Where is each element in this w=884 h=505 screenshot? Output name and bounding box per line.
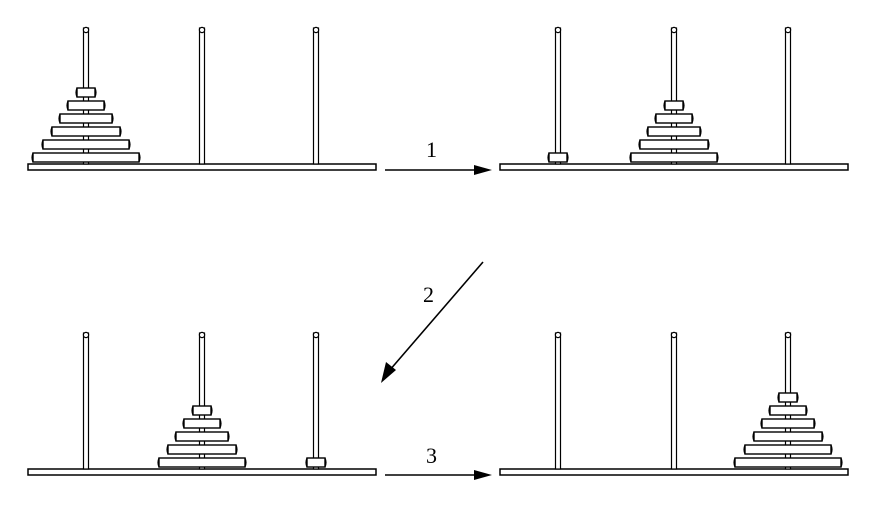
disc: [32, 153, 140, 162]
panel-initial: [28, 27, 376, 170]
disc-body: [168, 445, 236, 454]
disc-body: [549, 153, 567, 162]
disc: [76, 88, 96, 97]
peg-rod: [556, 28, 561, 164]
disc-body: [665, 101, 683, 110]
base-plank: [28, 469, 376, 475]
peg-knob: [785, 332, 790, 337]
disc-body: [640, 140, 708, 149]
disc: [158, 458, 246, 467]
disc-body: [176, 432, 228, 441]
disc-body: [184, 419, 220, 428]
disc: [192, 406, 212, 415]
disc: [167, 445, 237, 454]
disc: [306, 458, 326, 467]
disc: [630, 153, 718, 162]
peg-rod: [314, 28, 319, 164]
peg-2: [158, 332, 246, 469]
panels-layer: [28, 27, 848, 475]
disc: [744, 445, 832, 454]
peg-1: [32, 27, 140, 164]
disc: [761, 419, 815, 428]
disc: [183, 419, 221, 428]
peg-rod: [84, 333, 89, 469]
peg-knob: [313, 27, 318, 32]
peg-1: [548, 27, 568, 164]
peg-knob: [671, 332, 676, 337]
disc: [51, 127, 121, 136]
disc: [67, 101, 105, 110]
peg-1: [555, 332, 560, 469]
peg-3: [734, 332, 842, 469]
step-3-arrow: [385, 470, 492, 480]
disc-body: [193, 406, 211, 415]
disc-body: [779, 393, 797, 402]
disc: [664, 101, 684, 110]
disc: [734, 458, 842, 467]
disc: [778, 393, 798, 402]
peg-rod: [200, 28, 205, 164]
disc: [647, 127, 701, 136]
peg-knob: [785, 27, 790, 32]
disc-body: [631, 153, 717, 162]
disc-body: [68, 101, 104, 110]
disc-body: [43, 140, 129, 149]
peg-knob: [313, 332, 318, 337]
base-plank: [500, 164, 848, 170]
peg-3: [785, 27, 790, 164]
peg-3: [313, 27, 318, 164]
disc-body: [754, 432, 822, 441]
peg-rod: [672, 333, 677, 469]
disc: [548, 153, 568, 162]
disc-body: [648, 127, 700, 136]
peg-2: [199, 27, 204, 164]
peg-knob: [199, 332, 204, 337]
peg-rod: [786, 28, 791, 164]
peg-3: [306, 332, 326, 469]
base-plank: [28, 164, 376, 170]
disc-body: [735, 458, 841, 467]
disc-body: [77, 88, 95, 97]
step-2-label: 2: [423, 282, 434, 307]
disc: [753, 432, 823, 441]
peg-knob: [555, 27, 560, 32]
disc-body: [307, 458, 325, 467]
step-1-label: 1: [426, 137, 437, 162]
disc: [42, 140, 130, 149]
disc: [655, 114, 693, 123]
peg-2: [630, 27, 718, 164]
disc-body: [33, 153, 139, 162]
peg-1: [83, 332, 88, 469]
disc: [639, 140, 709, 149]
disc-body: [656, 114, 692, 123]
panel-after-step-1: [500, 27, 848, 170]
panel-after-step-2: [28, 332, 376, 475]
peg-knob: [671, 27, 676, 32]
step-2-arrow: [381, 262, 483, 383]
step-3-label: 3: [426, 443, 437, 468]
disc-body: [770, 406, 806, 415]
peg-rod: [556, 333, 561, 469]
peg-knob: [83, 332, 88, 337]
disc: [175, 432, 229, 441]
disc-body: [159, 458, 245, 467]
disc-body: [60, 114, 112, 123]
peg-rod: [314, 333, 319, 469]
disc: [769, 406, 807, 415]
disc-body: [762, 419, 814, 428]
peg-knob: [555, 332, 560, 337]
disc-body: [745, 445, 831, 454]
disc: [59, 114, 113, 123]
disc-body: [52, 127, 120, 136]
base-plank: [500, 469, 848, 475]
panel-final: [500, 332, 848, 475]
peg-knob: [83, 27, 88, 32]
peg-knob: [199, 27, 204, 32]
step-1-arrow: [385, 165, 492, 175]
peg-2: [671, 332, 676, 469]
